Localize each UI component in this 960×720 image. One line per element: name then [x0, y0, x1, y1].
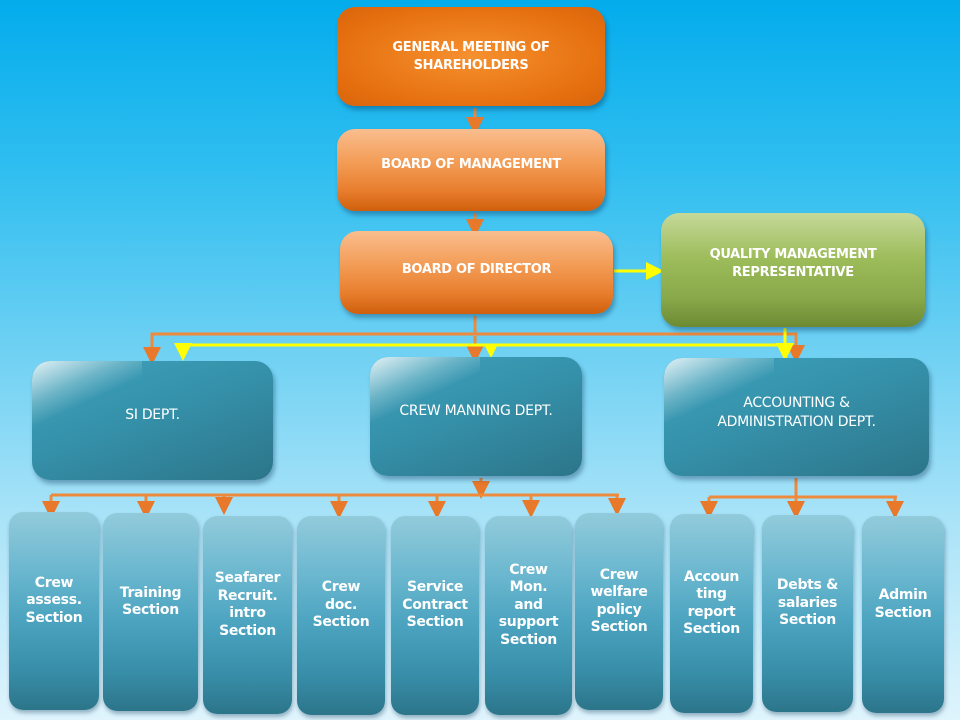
section-label: Training Section	[119, 584, 182, 619]
section-crew-welfare-policy: Crew welfare policy Section	[575, 513, 663, 710]
section-crew-monitoring-support: Crew Mon. and support Section	[485, 516, 572, 715]
section-seafarer-recruit: Seafarer Recruit. intro Section	[203, 516, 292, 714]
dept-accounting-administration: ACCOUNTING & ADMINISTRATION DEPT.	[664, 358, 929, 476]
section-label: Debts & salaries Section	[776, 577, 839, 629]
section-label: Accoun ting report Section	[683, 568, 740, 638]
section-label: Admin Section	[874, 587, 932, 621]
section-label: Service Contract Section	[402, 579, 468, 631]
section-crew-doc: Crew doc. Section	[297, 516, 385, 715]
quality-management-label: QUALITY MANAGEMENT REPRESENTATIVE	[709, 247, 877, 280]
section-debts-salaries: Debts & salaries Section	[762, 515, 853, 712]
section-training: Training Section	[103, 513, 198, 711]
section-label: Crew Mon. and support Section	[498, 561, 559, 648]
dept-accounting-label: ACCOUNTING & ADMINISTRATION DEPT.	[717, 395, 876, 430]
dept-crew-manning-label: CREW MANNING DEPT.	[399, 403, 553, 420]
general-meeting-label: GENERAL MEETING OF SHAREHOLDERS	[392, 39, 550, 73]
section-crew-assess: Crew assess. Section	[9, 512, 99, 710]
dept-si: SI DEPT.	[32, 361, 273, 480]
connector-qmr-bus	[174, 328, 787, 361]
board-of-director-box: BOARD OF DIRECTOR	[340, 231, 613, 314]
section-label: Crew welfare policy Section	[590, 566, 648, 636]
board-of-management-box: BOARD OF MANAGEMENT	[337, 129, 605, 211]
board-of-management-label: BOARD OF MANAGEMENT	[381, 157, 561, 173]
board-of-director-label: BOARD OF DIRECTOR	[401, 261, 552, 277]
quality-management-representative-box: QUALITY MANAGEMENT REPRESENTATIVE	[661, 213, 925, 327]
section-label: Crew doc. Section	[312, 579, 370, 631]
general-meeting-box: GENERAL MEETING OF SHAREHOLDERS	[337, 7, 605, 106]
section-label: Crew assess. Section	[25, 574, 83, 626]
section-admin: Admin Section	[862, 516, 944, 713]
dept-crew-manning: CREW MANNING DEPT.	[370, 357, 582, 476]
section-accounting-report: Accoun ting report Section	[670, 514, 753, 713]
section-service-contract: Service Contract Section	[391, 516, 479, 715]
section-label: Seafarer Recruit. intro Section	[214, 570, 281, 639]
dept-si-label: SI DEPT.	[125, 407, 180, 424]
